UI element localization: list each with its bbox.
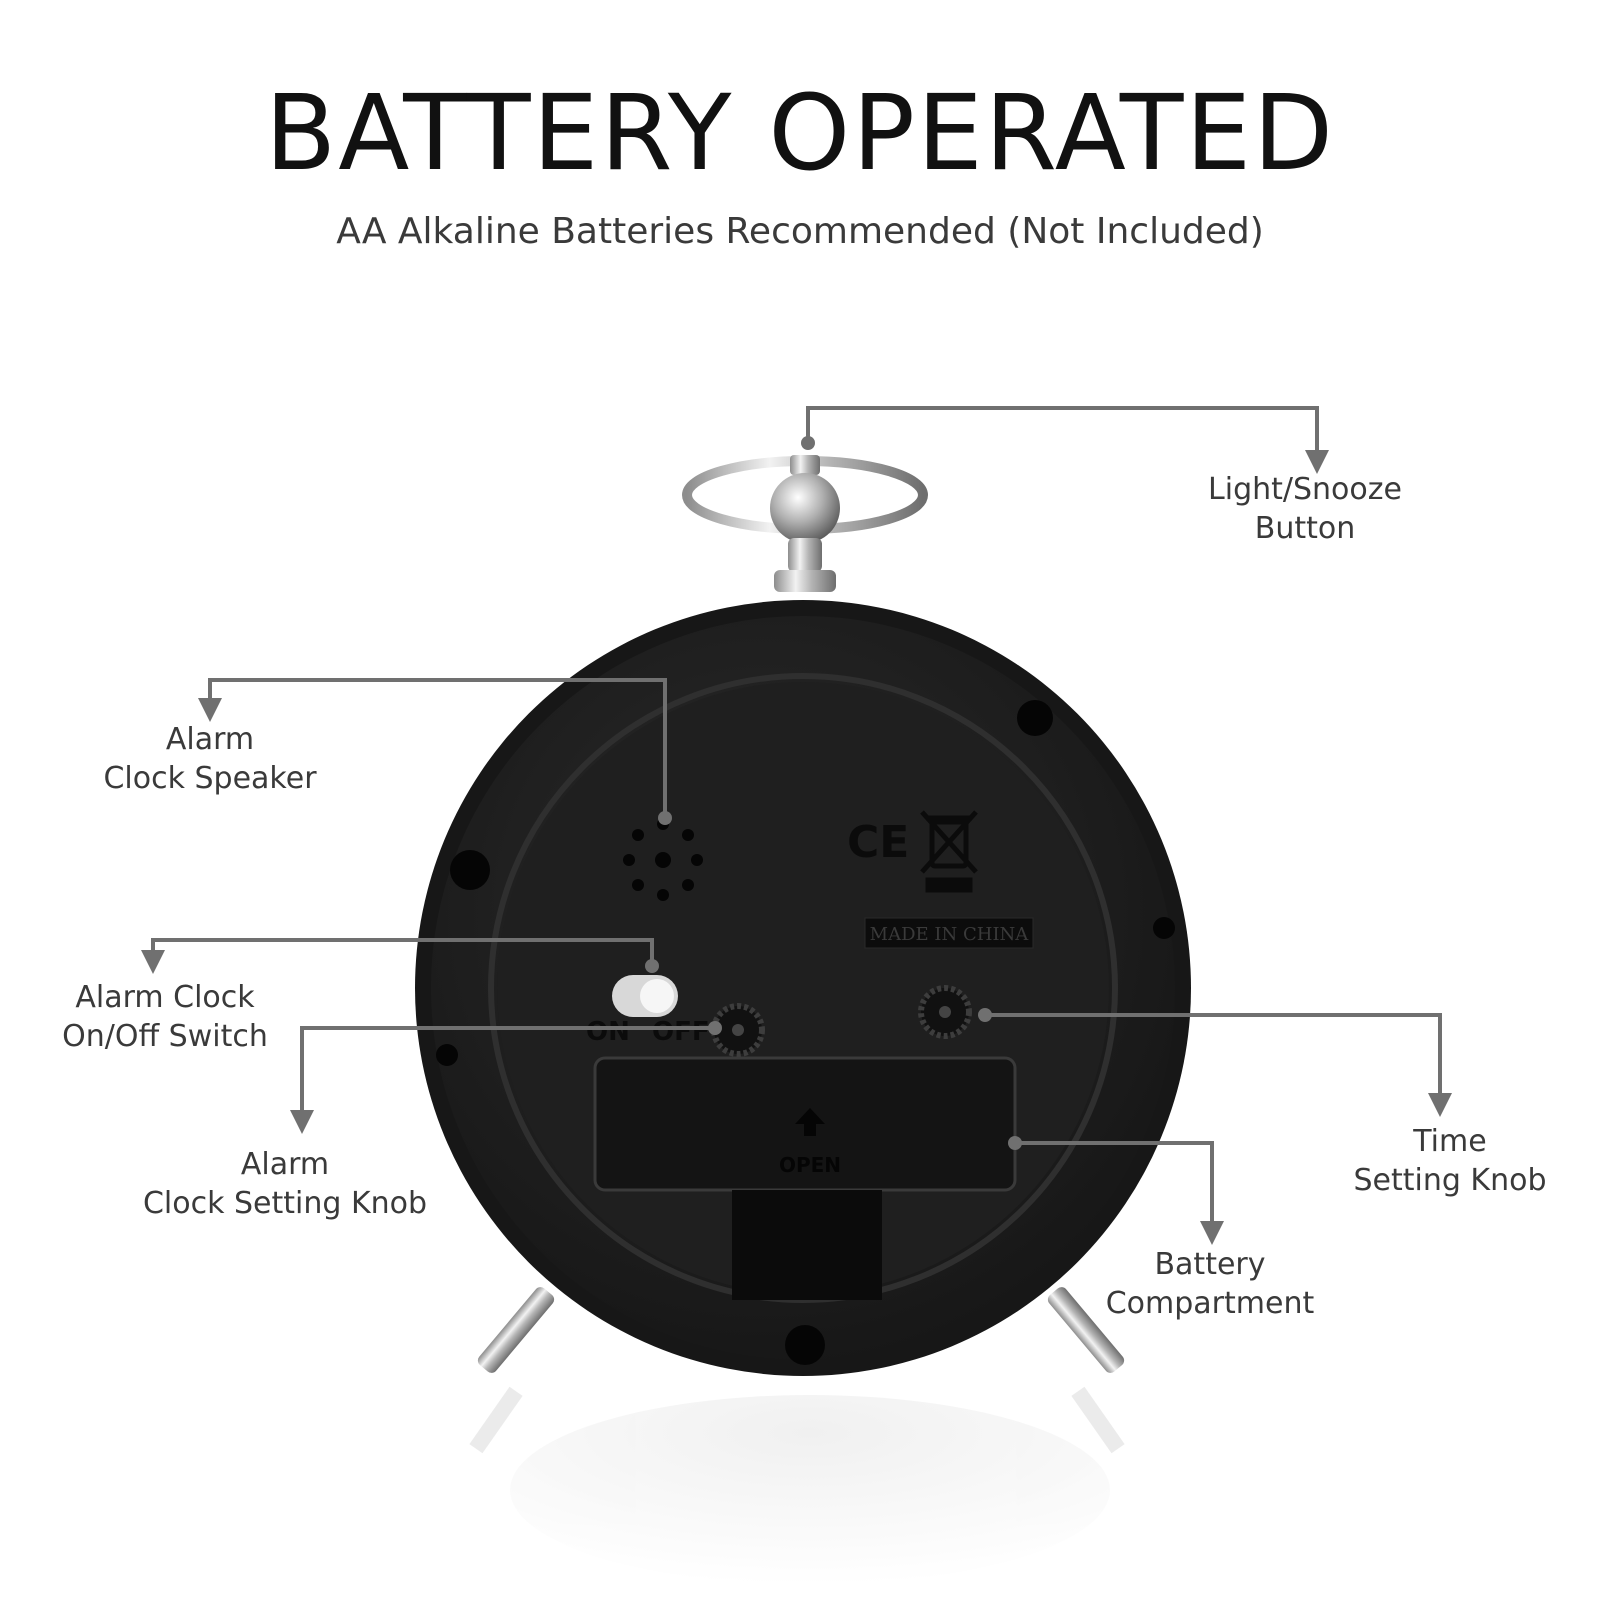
callout-switch-line2: On/Off Switch — [62, 1019, 268, 1054]
open-label: OPEN — [779, 1153, 841, 1177]
callout-light-snooze-line2: Button — [1254, 511, 1356, 546]
leader-dots — [645, 436, 1022, 1150]
clock-reflection — [469, 1386, 1125, 1585]
callout-time-knob-line1: Time — [1413, 1124, 1487, 1159]
callout-speaker-line1: Alarm — [165, 722, 255, 757]
on-off-switch: ON OFF — [586, 975, 710, 1047]
callout-time-knob: Time Setting Knob — [1335, 1122, 1565, 1200]
ce-mark: CE — [847, 817, 909, 868]
callout-switch-line1: Alarm Clock — [75, 980, 255, 1015]
page-title: BATTERY OPERATED — [264, 72, 1336, 194]
time-setting-knob — [918, 985, 972, 1039]
callout-light-snooze-line1: Light/Snooze — [1208, 472, 1402, 507]
left-foot — [477, 1287, 555, 1373]
callout-light-snooze: Light/Snooze Button — [1190, 470, 1420, 548]
callout-battery-line2: Compartment — [1105, 1286, 1315, 1321]
alarm-setting-knob — [711, 1003, 765, 1057]
callout-switch: Alarm Clock On/Off Switch — [40, 978, 290, 1056]
svg-text:MADE IN CHINA: MADE IN CHINA — [870, 924, 1030, 945]
switch-on-label: ON — [586, 1017, 630, 1047]
right-foot — [1047, 1287, 1125, 1373]
speaker-grille — [623, 818, 703, 901]
callout-alarm-knob: Alarm Clock Setting Knob — [120, 1145, 450, 1223]
callout-time-knob-line2: Setting Knob — [1353, 1163, 1547, 1198]
battery-compartment: OPEN — [593, 1056, 1017, 1300]
callout-alarm-knob-line1: Alarm — [240, 1147, 330, 1182]
leader-lines — [141, 406, 1452, 1245]
page-subtitle: AA Alkaline Batteries Recommended (Not I… — [336, 211, 1264, 252]
callout-speaker: Alarm Clock Speaker — [80, 720, 340, 798]
callout-battery: Battery Compartment — [1085, 1245, 1335, 1323]
snooze-ring — [682, 455, 928, 592]
callout-speaker-line2: Clock Speaker — [103, 761, 317, 796]
callout-battery-line1: Battery — [1154, 1247, 1266, 1282]
made-in-china-plate: MADE IN CHINA — [864, 917, 1034, 949]
switch-off-label: OFF — [652, 1017, 710, 1047]
weee-bin-icon — [920, 810, 978, 893]
callout-alarm-knob-line2: Clock Setting Knob — [142, 1186, 428, 1221]
